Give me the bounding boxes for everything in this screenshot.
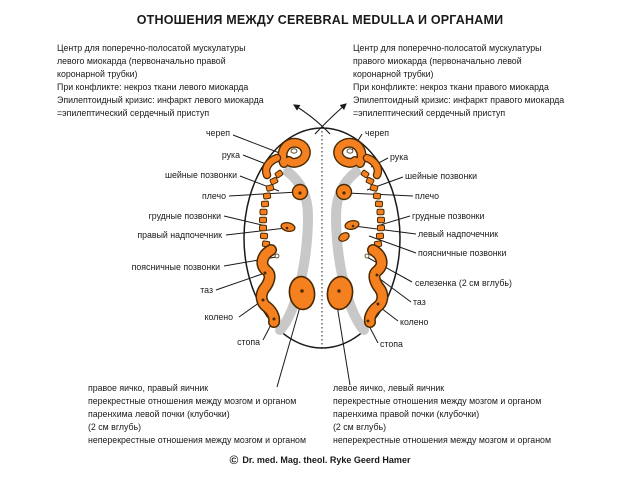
label-foot-left: стопа: [237, 337, 260, 347]
note-right-kidney-relations: левое яичко, левый яичник перекрестные о…: [333, 383, 552, 445]
label-arm-right: рука: [390, 152, 409, 162]
label-skull-right: череп: [365, 128, 390, 138]
label-skull-left: череп: [205, 128, 230, 138]
vertebrae-chain-right: [360, 169, 386, 248]
label-shoulder-right: плечо: [415, 191, 439, 201]
leader-thoracic-right: [376, 215, 411, 227]
label-thoracic-left: грудные позвонки: [148, 211, 221, 221]
note-right-myocardium: Центр для поперечно-полосатой мускулатур…: [353, 43, 565, 118]
leader-adrenal-left: [225, 227, 287, 236]
leader-kidney-right: [335, 298, 351, 386]
leader-pelvis-left: [215, 272, 266, 291]
copyright-icon: ©: [229, 453, 239, 467]
note-left-kidney-relations: правое яичко, правый яичник перекрестные…: [88, 383, 307, 445]
pelvis-leg-shape-left: [255, 244, 281, 328]
label-adrenal-left-organ: левый надпочечник: [418, 229, 499, 239]
adrenal-relay-left: [280, 222, 296, 232]
label-knee-right: колено: [400, 317, 429, 327]
label-arm-left: рука: [221, 150, 240, 160]
vertebrae-chain-left: [258, 169, 284, 248]
label-cervical-right: шейные позвонки: [405, 171, 478, 181]
arm-shape-right: [362, 153, 383, 180]
arm-shape-left: [261, 153, 282, 180]
label-pelvis-left: таз: [200, 285, 213, 295]
homunculus-right: [326, 137, 389, 328]
kidney-parenchyma-left: [288, 275, 316, 311]
kidney-parenchyma-right: [326, 275, 354, 311]
label-shoulder-left: плечо: [202, 191, 226, 201]
label-pelvis-right: таз: [413, 297, 426, 307]
label-cervical-left: шейные позвонки: [164, 170, 237, 180]
homunculus-left: [255, 137, 316, 328]
copyright-footer: ©Dr. med. Mag. theol. Ryke Geerd Hamer: [0, 453, 640, 467]
page-title: ОТНОШЕНИЯ МЕЖДУ CEREBRAL MEDULLA И ОРГАН…: [136, 13, 504, 27]
myocardium-arrow-left: [293, 104, 331, 135]
skull-shape-left: [277, 137, 311, 168]
skull-shape-right: [333, 137, 367, 168]
myocardium-arrow-right: [314, 103, 347, 135]
leader-pelvis-right: [375, 275, 412, 303]
label-spleen: селезенка (2 см вглубь): [415, 278, 512, 288]
leader-kidney-left: [276, 299, 303, 388]
label-thoracic-right: грудные позвонки: [412, 211, 485, 221]
leader-spleen-right: [364, 255, 413, 283]
label-lumbar-right: поясничные позвонки: [418, 248, 507, 258]
label-foot-right: стопа: [380, 339, 403, 349]
copyright-text: Dr. med. Mag. theol. Ryke Geerd Hamer: [242, 455, 411, 465]
label-adrenal-right-organ: правый надпочечник: [137, 230, 222, 240]
shoulder-relay-right: [335, 183, 353, 201]
shoulder-relay-left: [291, 183, 309, 201]
label-lumbar-left: поясничные позвонки: [131, 262, 220, 272]
pelvis-leg-shape-right: [363, 244, 389, 328]
label-knee-left: колено: [204, 312, 233, 322]
leader-thoracic-left: [223, 215, 267, 227]
adrenal-relay-right: [338, 220, 360, 242]
note-left-myocardium: Центр для поперечно-полосатой мускулатур…: [57, 43, 264, 118]
leader-adrenal-right: [353, 225, 417, 235]
